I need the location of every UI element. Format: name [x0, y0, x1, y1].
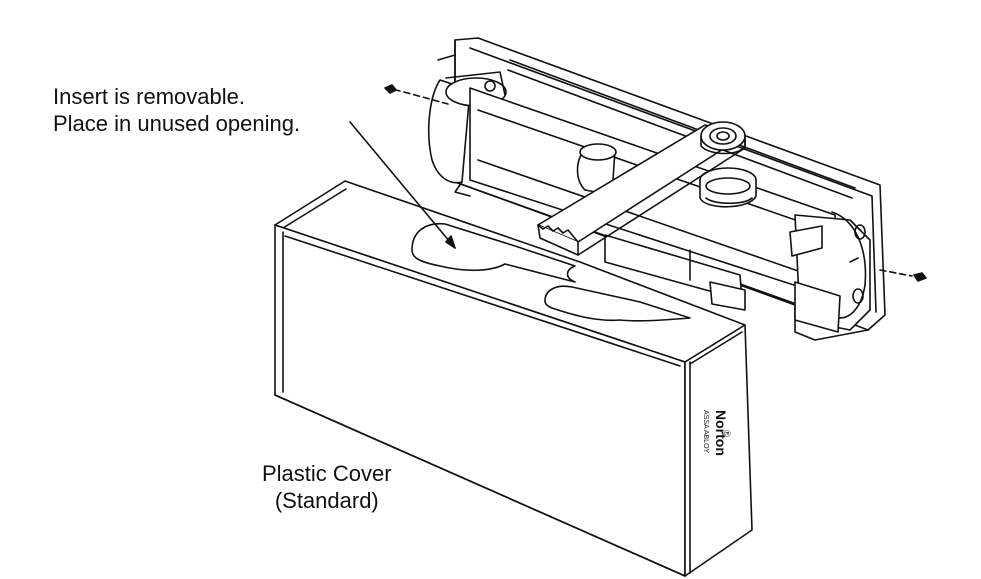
valve-block	[604, 234, 841, 333]
cover-callout-line1: Plastic Cover	[262, 461, 392, 486]
maker-name: ASSA ABLOY	[702, 410, 709, 454]
insert-callout-line1: Insert is removable.	[53, 84, 245, 109]
insert-callout-line2: Place in unused opening.	[53, 111, 301, 136]
pinion-hub	[699, 167, 757, 208]
cover-callout-line2: (Standard)	[274, 488, 379, 513]
cover-end-face	[684, 324, 753, 577]
insert-cutout	[411, 223, 576, 283]
callout-leader	[349, 121, 456, 249]
insert-callout: Insert is removable. Place in unused ope…	[53, 83, 300, 137]
cover-callout: Plastic Cover (Standard)	[262, 460, 392, 514]
closer-arm	[537, 121, 746, 256]
cylinder-collar	[576, 143, 617, 196]
brand-name: Norton	[713, 410, 729, 456]
screw-right	[879, 269, 927, 282]
cover-branding-logo: Norton ASSA ABLOY ®	[702, 410, 732, 456]
registered-mark: ®	[722, 430, 732, 437]
plastic-cover	[274, 180, 753, 577]
unused-opening	[544, 285, 691, 322]
screw-left	[384, 84, 449, 105]
